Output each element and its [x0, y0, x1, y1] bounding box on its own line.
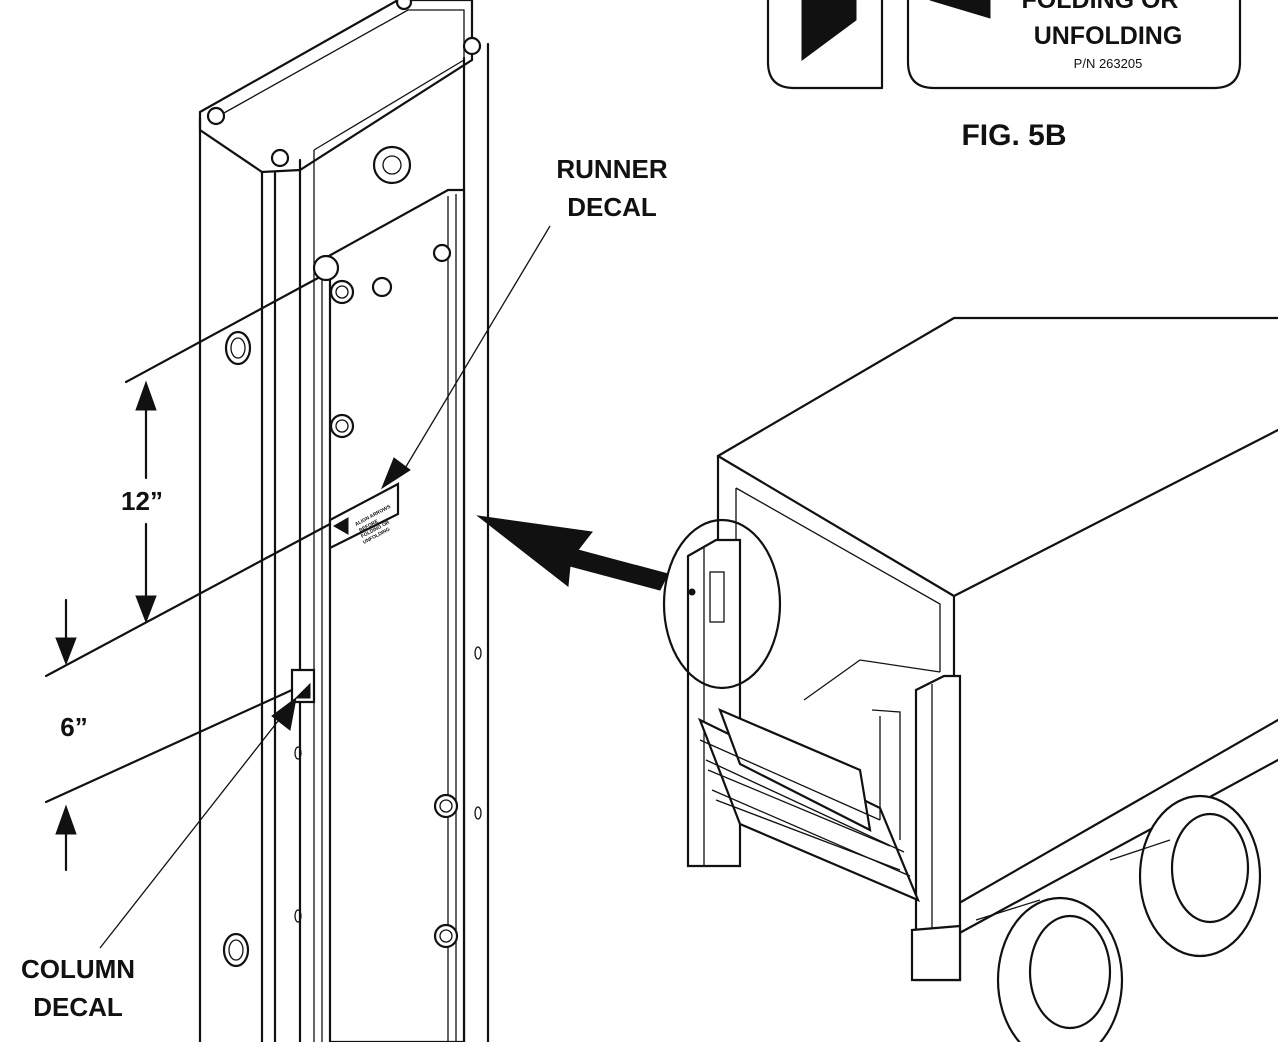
dim-ref-line — [44, 522, 332, 678]
callouts: RUNNER DECAL COLUMN DECAL — [21, 154, 668, 1022]
dimension-12-label: 12” — [121, 486, 163, 516]
truck-body — [662, 316, 1278, 1042]
bolt-icon — [433, 923, 459, 949]
runner-decal-label-line2: DECAL — [567, 192, 657, 222]
column-decal-label-line2: DECAL — [33, 992, 123, 1022]
runner-decal-label-line1: RUNNER — [556, 154, 667, 184]
dimension-6-label: 6” — [60, 712, 87, 742]
runner-decal-arrow-icon — [332, 517, 349, 535]
bolt-icon — [433, 793, 459, 819]
roller-icon — [312, 254, 340, 282]
bolt-icon — [329, 279, 355, 305]
decal-left-arrow-icon — [801, 0, 857, 61]
column-decal-label-line1: COLUMN — [21, 954, 135, 984]
bolt-icon — [371, 276, 393, 298]
column-hole-icon — [224, 330, 252, 366]
cap-bolt-icon — [206, 106, 226, 126]
dimension-lines: 12” 6” — [44, 276, 332, 872]
roller-icon — [372, 145, 412, 185]
decal-inset-right-panel — [906, 0, 1242, 90]
dim-arrow-down-icon — [135, 595, 157, 624]
column-top-cap — [198, 0, 474, 174]
dim-arrow-down-icon — [55, 637, 77, 666]
column-callout-arrow-icon — [271, 696, 297, 731]
bolt-icon — [329, 413, 355, 439]
runner-callout-arrow-icon — [380, 457, 411, 490]
decal-inset-part-number: P/N 263205 — [1074, 56, 1143, 71]
column-hole-icon — [222, 932, 250, 968]
decal-inset-line1: FOLDING OR — [1022, 0, 1179, 14]
figure-label: FIG. 5B — [961, 119, 1066, 152]
platform-fold — [718, 707, 872, 832]
dim-arrow-up-icon — [135, 380, 157, 411]
decal-inset: FOLDING OR UNFOLDING P/N 263205 — [766, 0, 1242, 90]
detail-highlight-circle — [662, 518, 782, 690]
dim-arrow-up-icon — [55, 804, 77, 835]
cap-bolt-icon — [462, 36, 482, 56]
cap-bolt-icon — [395, 0, 413, 11]
cap-bolt-icon — [270, 148, 290, 168]
runner-plate — [315, 188, 466, 1042]
decal-right-arrow-icon — [929, 0, 991, 19]
detail-pointer-arrow-icon — [476, 515, 669, 591]
dim-ref-line — [124, 276, 320, 384]
decal-inset-left-panel — [766, 0, 884, 90]
dim-ref-line — [44, 688, 294, 804]
left-column — [686, 538, 742, 868]
decal-inset-line2: UNFOLDING — [1034, 22, 1183, 50]
column-decal-arrow-icon — [294, 682, 311, 699]
column-assembly: ALIGN ARROWS BEFORE FOLDING OR UNFOLDING — [198, 0, 490, 1042]
bolt-icon — [432, 243, 452, 263]
